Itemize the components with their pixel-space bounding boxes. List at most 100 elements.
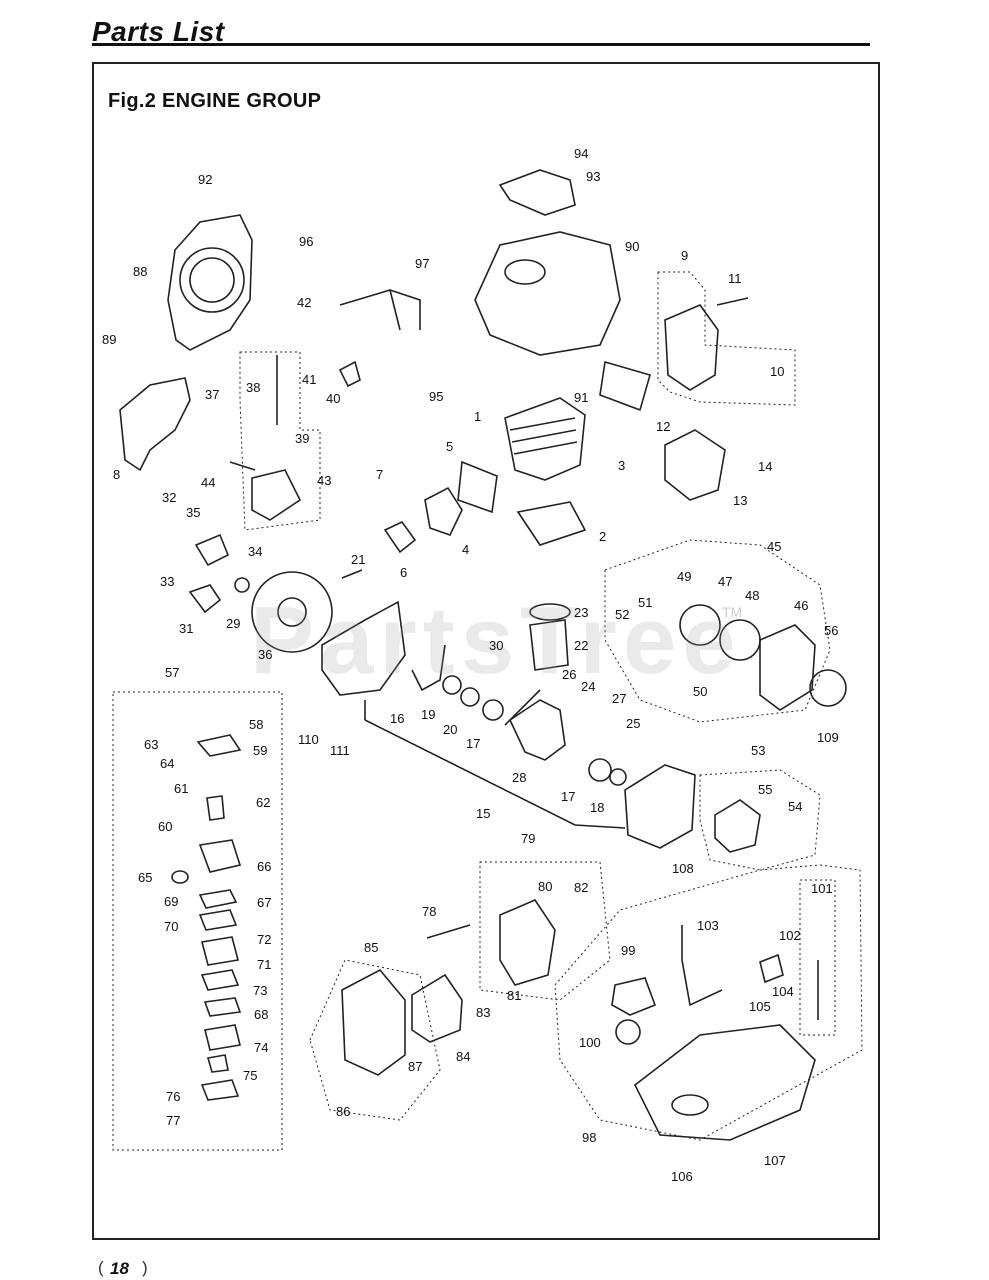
callout-79: 79 (521, 831, 536, 846)
callout-20: 20 (443, 722, 458, 737)
callout-74: 74 (254, 1040, 269, 1055)
callout-8: 8 (113, 467, 121, 482)
callout-57: 57 (165, 665, 180, 680)
callout-104: 104 (772, 984, 794, 999)
header-rule (92, 43, 870, 46)
callout-66: 66 (257, 859, 272, 874)
callout-17a: 17 (466, 736, 481, 751)
part-17-bearing (482, 699, 504, 721)
callout-100: 100 (579, 1035, 601, 1050)
callout-88: 88 (133, 264, 148, 279)
callout-17b: 17 (561, 789, 576, 804)
callout-11: 11 (728, 271, 742, 286)
callout-19: 19 (421, 707, 436, 722)
callout-108: 108 (672, 861, 694, 876)
part-21-bolt (341, 569, 363, 579)
group-outline-98 (554, 864, 863, 1141)
callout-29: 29 (226, 616, 241, 631)
callout-16: 16 (390, 711, 405, 726)
callout-106: 106 (671, 1169, 693, 1184)
callout-91: 91 (574, 390, 589, 405)
watermark-trademark: TM (722, 604, 743, 620)
callout-37: 37 (205, 387, 220, 402)
callout-42: 42 (297, 295, 312, 310)
part-11-bolt (716, 297, 749, 306)
callout-102: 102 (779, 928, 801, 943)
figure-title: Fig.2 ENGINE GROUP (108, 90, 322, 112)
callout-15: 15 (476, 806, 491, 821)
part-2-gasket (516, 501, 587, 546)
part-66-carb-body (198, 839, 242, 873)
callout-4: 4 (462, 542, 470, 557)
part-97-wire-harness (339, 289, 421, 331)
callout-27: 27 (612, 691, 627, 706)
callout-87: 87 (408, 1059, 423, 1074)
part-99-fuel-cap (611, 977, 657, 1016)
callout-89: 89 (102, 332, 117, 347)
part-29-washer (234, 577, 250, 593)
part-44-bolt (229, 461, 256, 471)
part-47-reel (679, 604, 721, 646)
part-8-bracket (119, 377, 191, 472)
callout-93: 93 (586, 169, 601, 184)
callout-10: 10 (770, 364, 785, 379)
part-103-fuel-line (681, 925, 723, 1007)
callout-26: 26 (562, 667, 577, 682)
callout-2: 2 (599, 529, 607, 544)
callout-38: 38 (246, 380, 261, 395)
callout-110: 110 (298, 732, 319, 747)
part-9-muffler (664, 304, 719, 391)
part-13-muffler-guard (664, 429, 726, 501)
callout-85: 85 (364, 940, 379, 955)
callout-95: 95 (429, 389, 444, 404)
callout-24: 24 (581, 679, 596, 694)
part-93-top-cap (498, 169, 576, 216)
callout-48: 48 (745, 588, 760, 603)
callout-49: 49 (677, 569, 692, 584)
callout-58: 58 (249, 717, 264, 732)
callout-77: 77 (166, 1113, 181, 1128)
callout-105: 105 (749, 999, 771, 1014)
part-104-filter (759, 953, 784, 984)
callout-36: 36 (258, 647, 273, 662)
callout-70: 70 (164, 919, 179, 934)
callout-69: 69 (164, 894, 179, 909)
group-outline-9 (657, 271, 796, 406)
callout-13: 13 (733, 493, 748, 508)
callout-31: 31 (179, 621, 194, 636)
callout-103: 103 (697, 918, 719, 933)
callout-22: 22 (574, 638, 589, 653)
callout-52: 52 (615, 607, 630, 622)
part-34-ignition-coil (194, 533, 230, 567)
part-53-clutch (714, 799, 761, 853)
callout-21: 21 (351, 552, 366, 567)
callout-50: 50 (693, 684, 708, 699)
part-1-cylinder (504, 397, 586, 481)
callout-83: 83 (476, 1005, 491, 1020)
callout-1: 1 (474, 409, 482, 424)
callout-30: 30 (489, 638, 504, 653)
part-31-flange (188, 584, 222, 614)
callout-96: 96 (299, 234, 314, 249)
callout-81: 81 (507, 988, 522, 1003)
group-outline-79 (479, 861, 611, 1001)
callout-73: 73 (253, 983, 268, 998)
page-number: 18 (110, 1259, 129, 1278)
callout-107: 107 (764, 1153, 786, 1168)
callout-44: 44 (201, 475, 216, 490)
callout-61: 61 (174, 781, 189, 796)
callout-6: 6 (400, 565, 408, 580)
callout-86: 86 (336, 1104, 351, 1119)
callout-76: 76 (166, 1089, 181, 1104)
part-18-seal (609, 768, 627, 786)
callout-9: 9 (681, 248, 689, 263)
group-outline-45 (604, 539, 831, 723)
group-outline-57 (112, 691, 283, 1151)
part-36-flywheel (251, 571, 333, 653)
part-22-piston (529, 619, 569, 671)
callout-63: 63 (144, 737, 159, 752)
part-100-gasket (615, 1019, 641, 1045)
callout-7: 7 (376, 467, 384, 482)
part-79-cover (499, 899, 556, 986)
callout-28: 28 (512, 770, 527, 785)
